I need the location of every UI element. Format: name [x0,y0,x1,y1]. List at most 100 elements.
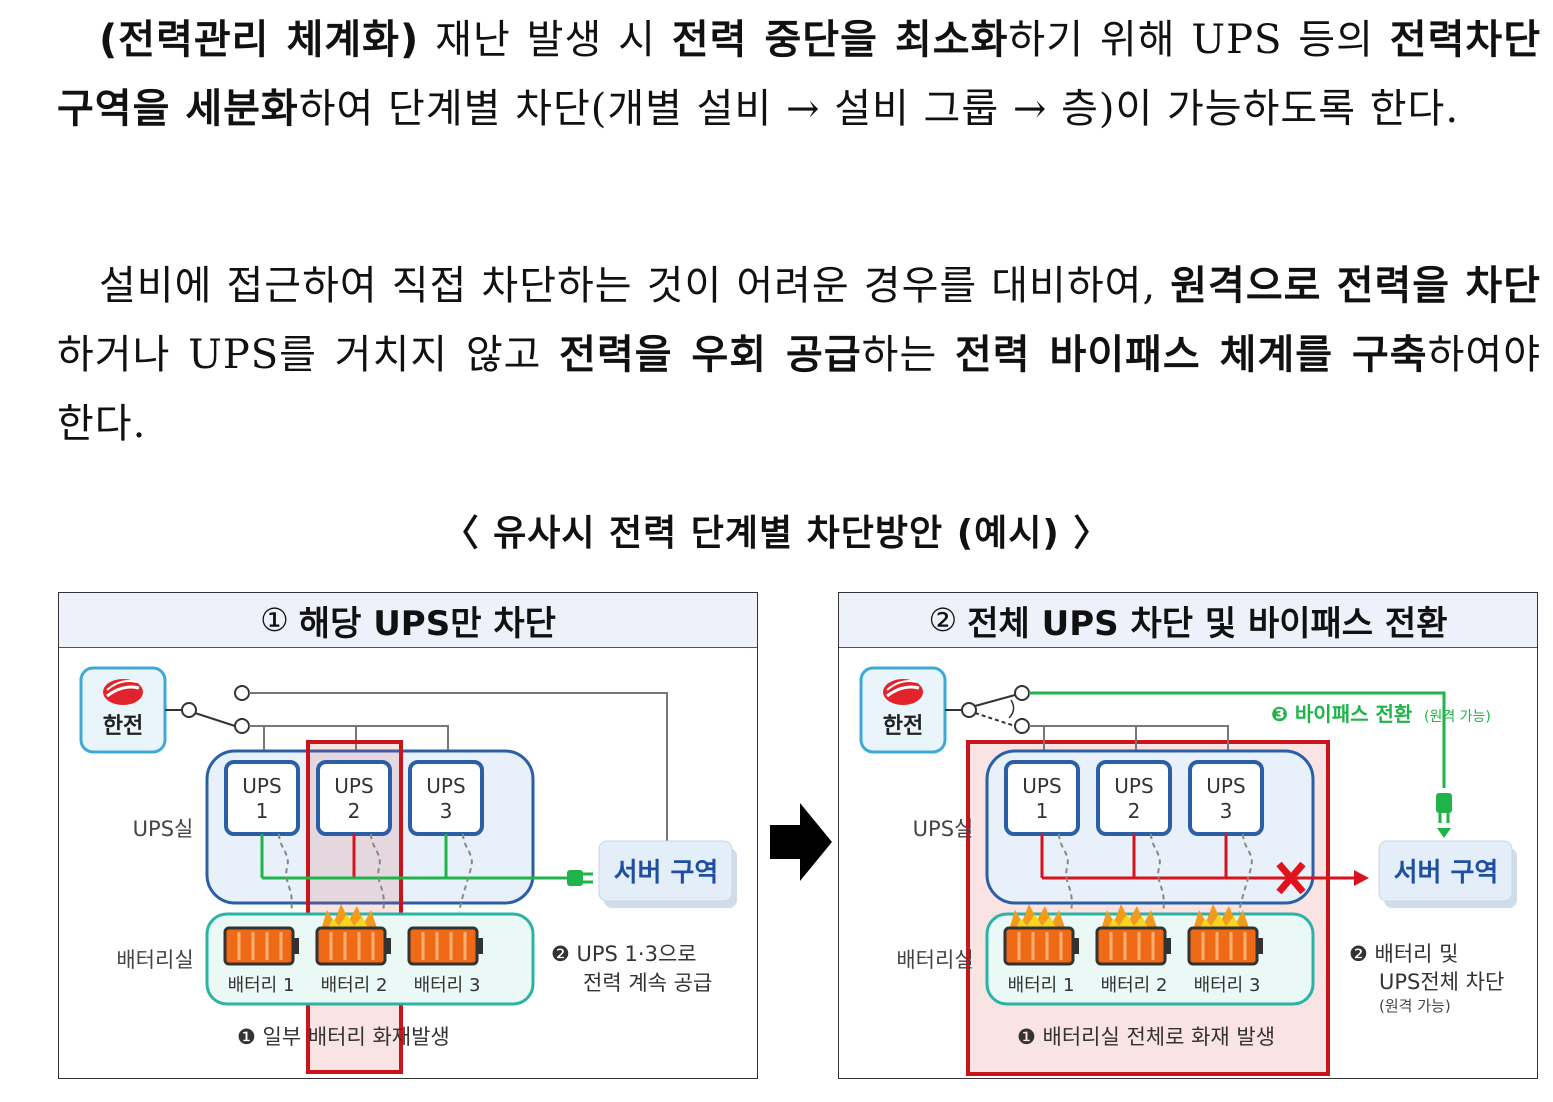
switch-bypass-contact [234,685,250,701]
figure-caption: 〈 유사시 전력 단계별 차단방안 (예시) 〉 [442,513,1111,554]
panel1-number: ① [260,601,289,639]
ups-room-label: UPS실 [133,817,194,841]
switch-blade [974,694,1016,707]
svg-text:UPS: UPS [426,774,465,798]
battery1-link [278,833,293,913]
battery-label: 배터리 1 [1008,975,1075,996]
kepco-label: 한전 [103,714,143,739]
ups-unit: UPS 3 [1188,760,1264,836]
cut-x-icon [1276,861,1306,895]
switch-ups-contact [1014,718,1030,734]
kepco-logo-icon [883,679,923,705]
ups-unit: UPS 1 [1004,760,1080,836]
ups-unit: UPS 2 [1096,760,1172,836]
server-zone-label: 서버 구역 [614,858,719,888]
panel2-diagram: 한전 ❸ 바이패스 전환 (원격 가능) UPS실 UPS 1 [859,666,1517,1076]
para2-text-b: 하거나 UPS를 거치지 않고 [57,332,560,378]
panel-full-ups-bypass: ② 전체 UPS 차단 및 바이패스 전환 한전 ❸ 바이패스 전환 (원격 가… [838,592,1538,1079]
battery3-link [1238,833,1253,913]
ups-unit: UPS 1 [224,760,300,836]
note-full-fire: ❶ 배터리실 전체로 화재 발생 [1017,1025,1275,1049]
para1-text-a: 재난 발생 시 [419,17,672,63]
battery-label: 배터리 2 [1101,975,1168,996]
switch-pivot [181,702,197,718]
svg-text:UPS: UPS [1022,774,1061,798]
switch-ups-contact [234,718,250,734]
server-zone-label: 서버 구역 [1394,858,1499,888]
plug-icon [547,870,593,886]
switch-blade [194,712,236,727]
battery2-link [370,833,385,913]
para2-bold-b: 전력을 우회 공급 [559,332,862,378]
switch-bypass-contact [1014,685,1030,701]
svg-text:UPS: UPS [242,774,281,798]
transition-arrow-icon [770,803,832,881]
kepco-logo-icon [103,679,143,705]
bypass-line [249,692,668,878]
arrowhead-icon [1354,870,1369,886]
note-continuous-supply-line1: ❷ UPS 1·3으로 [551,942,697,966]
note-ups-cutoff-line1: ❷ 배터리 및 [1349,942,1458,966]
para1-heading: (전력관리 체계화) [99,17,420,63]
panel2-header: ② 전체 UPS 차단 및 바이패스 전환 [839,593,1537,648]
fire-icon [1101,904,1157,930]
battery2-link [1150,833,1165,913]
battery-icon [1095,926,1171,966]
panel1-header: ① 해당 UPS만 차단 [59,593,757,648]
battery-label: 배터리 3 [1194,975,1261,996]
bypass-plug-icon [1436,793,1452,838]
battery-icon [1187,926,1263,966]
server-zone [1378,840,1513,902]
battery-label: 배터리 3 [414,975,481,996]
switch-blade-old [974,712,1016,727]
svg-text:1: 1 [256,799,269,823]
para1-text-b: 하기 위해 UPS 등의 [1008,17,1390,63]
para2-text-d: 하여야 한다. [57,332,1542,447]
battery-label: 배터리 1 [228,975,295,996]
svg-text:UPS: UPS [334,774,373,798]
svg-text:1: 1 [1036,799,1049,823]
panel1-title: 해당 UPS만 차단 [298,603,556,644]
panel2-title: 전체 UPS 차단 및 바이패스 전환 [967,603,1448,644]
svg-text:UPS: UPS [1114,774,1153,798]
para1-bold-a: 전력 중단을 최소화 [671,17,1009,63]
bypass-switch-sublabel: (원격 가능) [1424,709,1491,725]
battery-icon [315,926,391,966]
svg-text:3: 3 [1220,799,1233,823]
note-partial-fire: ❶ 일부 배터리 화재발생 [237,1025,450,1049]
svg-text:2: 2 [1128,799,1141,823]
ups-unit: UPS 3 [408,760,484,836]
switch-pivot [961,702,977,718]
svg-text:3: 3 [440,799,453,823]
server-zone [598,840,733,902]
note-ups-cutoff-line2: UPS전체 차단 [1379,970,1504,994]
para2-text-a: 설비에 접근하여 직접 차단하는 것이 어려운 경우를 대비하여, [99,263,1171,309]
ups-unit: UPS 2 [316,760,392,836]
para2-bold-a: 원격으로 전력을 차단 [1170,263,1541,309]
battery-icon [1003,926,1079,966]
battery-label: 배터리 2 [321,975,388,996]
para1-text-c: 하여 단계별 차단(개별 설비 → 설비 그룹 → 층)이 가능하도록 한다. [298,86,1460,132]
para1-bold-b: 전력차단구역을 세분화 [57,17,1541,132]
fire-icon [321,904,377,930]
fire-icon [1193,904,1249,930]
svg-text:2: 2 [348,799,361,823]
note-ups-cutoff-line3: (원격 가능) [1379,997,1451,1015]
ups-room-label: UPS실 [913,817,974,841]
panel2-number: ② [928,601,958,639]
panel-single-ups-cutoff: ① 해당 UPS만 차단 한전 UPS실 UPS 1 [58,592,758,1079]
panel1-diagram: 한전 UPS실 UPS 1 UPS 2 UPS [79,666,737,1074]
para2-bold-c: 전력 바이패스 체계를 구축 [954,332,1428,378]
paragraph-bypass: 설비에 접근하여 직접 차단하는 것이 어려운 경우를 대비하여, 원격으로 전… [57,252,1541,459]
battery-icon [223,926,299,966]
battery-icon [407,926,483,966]
kepco-label: 한전 [883,714,923,739]
svg-text:UPS: UPS [1206,774,1245,798]
battery-room-label: 배터리실 [896,948,973,972]
battery3-link [458,833,473,913]
note-continuous-supply-line2: 전력 계속 공급 [583,971,712,995]
para2-text-c: 하는 [861,332,955,378]
switch-arrow-icon [1008,699,1015,719]
battery-room-label: 배터리실 [116,948,193,972]
bypass-line-active [1029,691,1446,788]
